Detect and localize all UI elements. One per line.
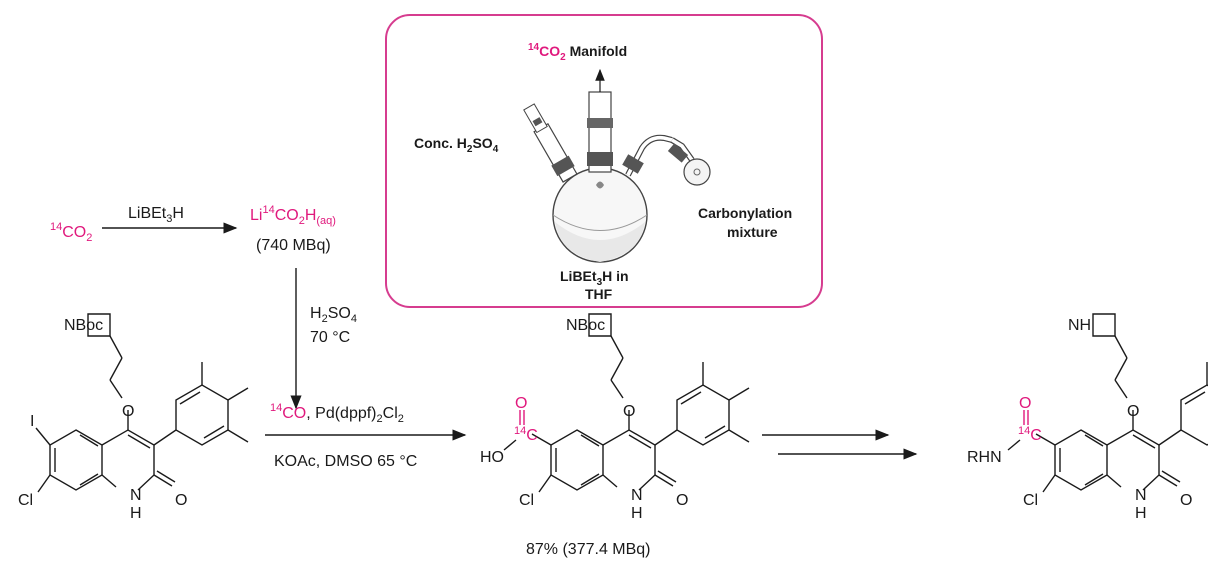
svg-text:H: H [1135,505,1147,522]
svg-text:N: N [631,487,643,504]
svg-text:RHN: RHN [967,449,1002,466]
temp-label: 70 °C [310,329,350,346]
flask-content-label-2: THF [585,286,613,302]
svg-text:NH: NH [1068,317,1091,334]
reagent-libet3h: LiBEt3H [128,205,184,225]
svg-text:H: H [631,505,643,522]
conc-acid-label: Conc. H2SO4 [414,135,499,155]
flask-content-label-1: LiBEt3H in [560,268,629,288]
molecule-carboxylic-acid: NBoc O O 14C HO Cl N H O [480,313,750,522]
svg-text:O: O [515,395,527,412]
apparatus-inset-box [385,14,823,308]
svg-text:Cl: Cl [18,492,33,509]
svg-text:14C: 14C [514,425,538,444]
manifold-label: 14CO2 Manifold [528,42,627,63]
svg-text:NBoc: NBoc [566,317,605,334]
flask-apparatus [523,68,711,263]
molecule-starting-material: NBoc O I Cl N H O [18,313,249,522]
svg-text:H: H [130,505,142,522]
reactant-co2: 14CO2 [50,221,92,244]
svg-text:O: O [623,403,635,420]
svg-text:O: O [1019,395,1031,412]
acid-label: H2SO4 [310,305,357,325]
svg-text:NBoc: NBoc [64,317,103,334]
svg-text:O: O [175,492,187,509]
carbonylation-label-1: Carbonylation [698,205,792,221]
svg-text:O: O [676,492,688,509]
carbonylation-label-2: mixture [727,224,778,240]
svg-text:O: O [1180,492,1192,509]
svg-text:O: O [1127,403,1139,420]
catalyst-label: 14CO, Pd(dppf)2Cl2 [270,402,404,425]
product-lithium-formate: Li14CO2H(aq) [250,204,336,227]
svg-text:Cl: Cl [519,492,534,509]
molecule-amide-product: NH O O 14C RHN Cl N H O [967,313,1208,522]
svg-text:HO: HO [480,449,504,466]
svg-text:N: N [1135,487,1147,504]
activity-label: (740 MBq) [256,237,331,254]
svg-text:O: O [122,403,134,420]
base-label: KOAc, DMSO 65 °C [274,453,417,470]
svg-text:14C: 14C [1018,425,1042,444]
svg-text:I: I [30,413,34,430]
svg-text:N: N [130,487,142,504]
yield-label: 87% (377.4 MBq) [526,541,651,558]
svg-text:Cl: Cl [1023,492,1038,509]
